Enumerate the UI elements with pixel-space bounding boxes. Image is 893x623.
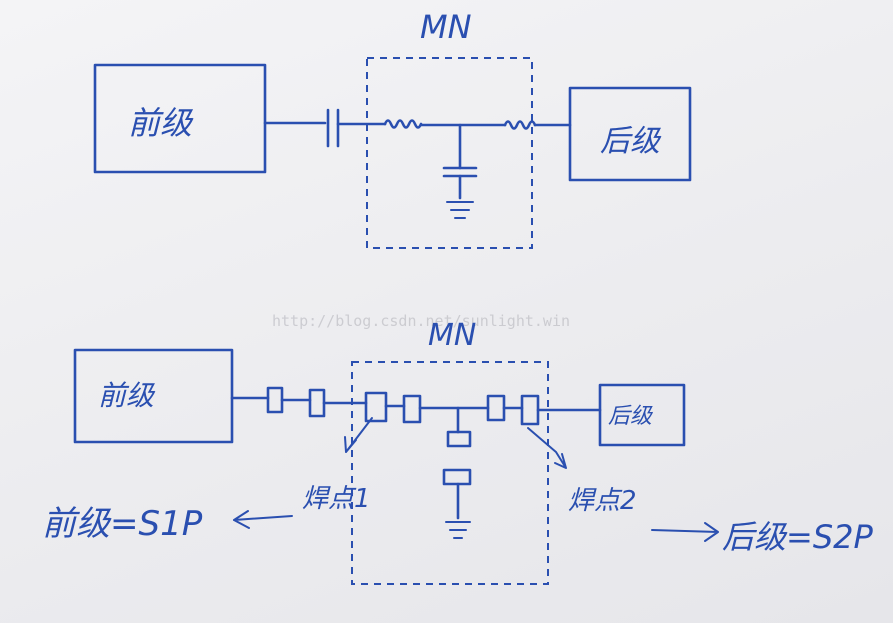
- top-matching-network-boundary: [366, 57, 533, 249]
- bottom-pad-2-component: [520, 394, 540, 426]
- top-back-stage-box: [568, 86, 692, 182]
- top-resistor-2: [503, 120, 537, 130]
- bottom-back-stage-label: 后级: [608, 404, 653, 429]
- watermark: http://blog.csdn.net/sunlight.win: [272, 312, 571, 330]
- bottom-shunt-component-2: [442, 468, 472, 486]
- bottom-pad-1-component: [364, 391, 388, 423]
- bottom-series-component-2: [486, 394, 506, 422]
- pad-2-pointer-arrow: [527, 427, 567, 469]
- pad-1-pointer-arrow: [344, 417, 373, 453]
- bottom-component-1: [266, 386, 284, 414]
- bottom-front-stage-box: [73, 348, 234, 444]
- top-mn-label: MN: [420, 8, 472, 46]
- left-result-arrow: [233, 510, 293, 529]
- right-result-arrow: [651, 522, 719, 542]
- bottom-front-stage-label: 前级: [98, 379, 155, 412]
- bottom-mn-label: MN: [428, 318, 477, 353]
- pad-2-label: 焊点2: [568, 486, 637, 516]
- top-resistor-1: [383, 119, 423, 129]
- bottom-shunt-component: [446, 430, 472, 448]
- top-front-stage-box: [93, 63, 267, 174]
- bottom-component-2: [308, 388, 326, 418]
- top-front-stage-label: 前级: [128, 104, 193, 142]
- pad-1-label: 焊点1: [302, 484, 371, 514]
- bottom-back-stage-box: [598, 383, 686, 447]
- top-back-stage-label: 后级: [600, 124, 660, 159]
- back-sp-result: 后级=S2P: [722, 518, 873, 556]
- bottom-matching-network-boundary: [351, 361, 549, 585]
- bottom-series-component: [402, 394, 422, 424]
- front-sp-result: 前级=S1P: [42, 504, 203, 544]
